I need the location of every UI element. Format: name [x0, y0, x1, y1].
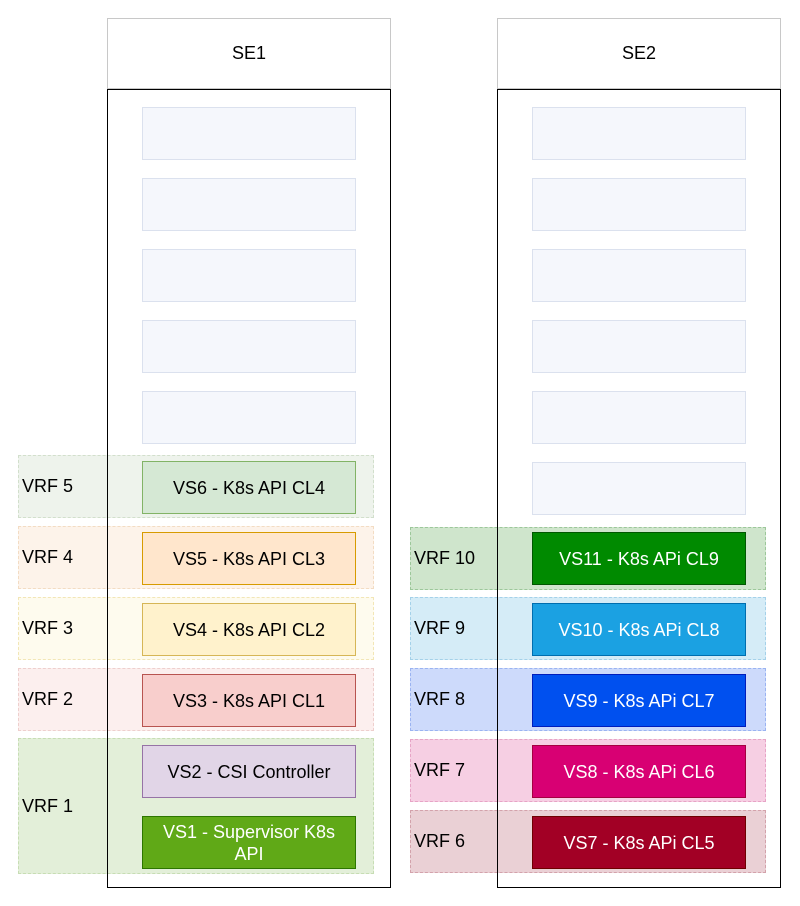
- vs4-box: VS4 - K8s API CL2: [142, 603, 356, 656]
- vs3-box: VS3 - K8s API CL1: [142, 674, 356, 727]
- vrf-label: VRF 10: [414, 548, 476, 568]
- se2-container: [497, 89, 781, 888]
- empty-slot: [532, 320, 746, 373]
- vs7-box: VS7 - K8s APi CL5: [532, 816, 746, 869]
- vs-label: VS10 - K8s APi CL8: [558, 619, 720, 640]
- empty-slot: [142, 320, 356, 373]
- vrf-label: VRF 1: [22, 795, 74, 816]
- vrf-label: VRF 2: [22, 689, 74, 709]
- empty-slot: [532, 107, 746, 160]
- vrf-label: VRF 7: [414, 760, 466, 780]
- vs-label: VS5 - K8s API CL3: [172, 548, 326, 569]
- vs-label: VS6 - K8s API CL4: [172, 477, 326, 498]
- vrf-label: VRF 8: [414, 689, 466, 709]
- vs-label: VS7 - K8s APi CL5: [563, 832, 715, 853]
- se2-header: SE2: [497, 18, 781, 89]
- vrf-label: VRF 5: [22, 476, 74, 496]
- empty-slot: [142, 178, 356, 231]
- vs-label: VS3 - K8s API CL1: [172, 690, 326, 711]
- empty-slot: [142, 249, 356, 302]
- se1-container: [107, 89, 391, 888]
- vs-label: VS4 - K8s API CL2: [172, 619, 326, 640]
- vs2-box: VS2 - CSI Controller: [142, 745, 356, 798]
- vs6-box: VS6 - K8s API CL4: [142, 461, 356, 514]
- vs-label: VS9 - K8s APi CL7: [563, 690, 715, 711]
- vs1-box: VS1 - Supervisor K8s API: [142, 816, 356, 869]
- vrf-label: VRF 4: [22, 547, 74, 567]
- vs8-box: VS8 - K8s APi CL6: [532, 745, 746, 798]
- empty-slot: [532, 462, 746, 515]
- vs5-box: VS5 - K8s API CL3: [142, 532, 356, 585]
- se1-header: SE1: [107, 18, 391, 89]
- empty-slot: [532, 249, 746, 302]
- se1-label: SE1: [231, 43, 267, 63]
- empty-slot: [532, 391, 746, 444]
- vs11-box: VS11 - K8s APi CL9: [532, 532, 746, 585]
- empty-slot: [532, 178, 746, 231]
- vs-label: VS8 - K8s APi CL6: [563, 761, 715, 782]
- vs-label: VS1 - Supervisor K8s API: [162, 821, 336, 864]
- vrf-label: VRF 3: [22, 618, 74, 638]
- vs-label: VS2 - CSI Controller: [167, 761, 331, 782]
- vs-label: VS11 - K8s APi CL9: [559, 548, 719, 569]
- se2-label: SE2: [621, 43, 657, 63]
- vrf-label: VRF 6: [414, 831, 466, 851]
- vs10-box: VS10 - K8s APi CL8: [532, 603, 746, 656]
- vs9-box: VS9 - K8s APi CL7: [532, 674, 746, 727]
- empty-slot: [142, 391, 356, 444]
- vrf-label: VRF 9: [414, 618, 466, 638]
- empty-slot: [142, 107, 356, 160]
